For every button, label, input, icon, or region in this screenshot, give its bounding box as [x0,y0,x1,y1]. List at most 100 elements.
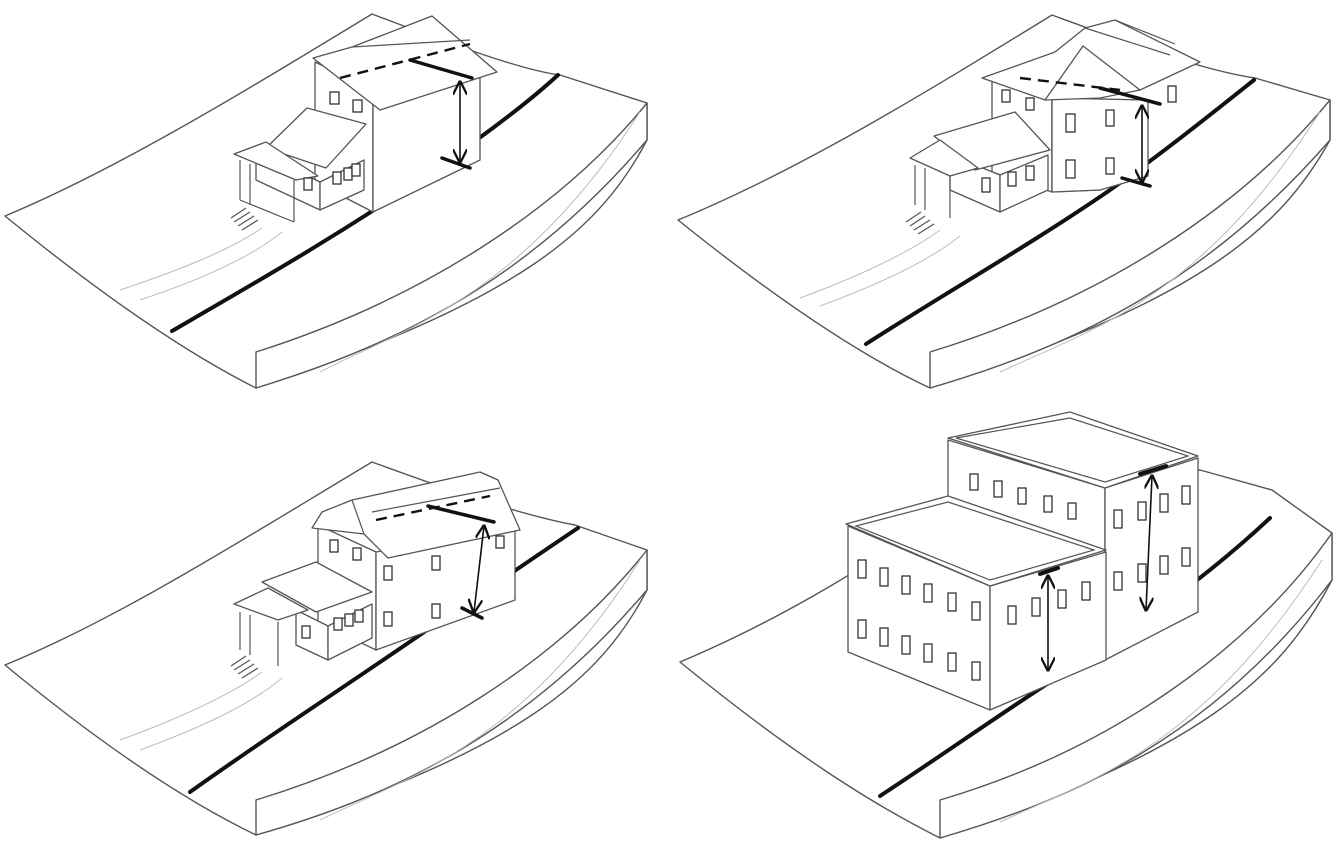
window [993,480,1003,498]
window [947,592,957,612]
lower-parapet [854,501,1097,581]
window [354,609,364,623]
window [1181,485,1191,505]
panel-top-right [677,14,1331,389]
height-top-line [1098,86,1162,106]
terrain-contour [319,111,641,373]
height-ridge-line [339,42,471,80]
window [901,635,911,655]
window [351,163,361,177]
window [901,575,911,595]
window [947,652,957,672]
grade-line [188,526,580,794]
height-top-line [408,58,474,80]
terrain-contour [319,559,641,821]
steps [230,655,259,679]
panel-top-left [4,13,648,389]
window [879,627,889,647]
height-top-cap-upper [1138,464,1168,476]
window [1181,547,1191,567]
window [301,625,311,639]
window [1043,495,1053,513]
steps [230,207,259,231]
porch-roof [909,139,979,177]
main-roof [312,15,498,111]
window [857,619,867,639]
window [1067,502,1077,520]
porch-post [239,160,295,222]
window [1025,97,1035,111]
window [1105,109,1115,127]
grade-line [864,78,1256,346]
window [971,601,981,621]
annex-roof [265,107,367,169]
window [333,617,343,631]
terrain-contour [119,671,263,741]
annex-roof [261,561,373,613]
cross-wing-wall [1051,97,1149,193]
window [923,643,933,663]
roof-ridge [1084,19,1176,56]
window [879,567,889,587]
terrain-contour [819,235,961,307]
upper-roof [947,411,1199,489]
window [329,91,340,105]
window [495,535,505,549]
height-arrow [474,526,484,612]
window [1001,89,1011,103]
window [1065,159,1076,179]
annex-wall-side [999,154,1049,213]
window [1065,113,1076,133]
window [1113,571,1123,591]
terrain-contour [999,559,1323,823]
terrain-contour [139,231,283,301]
roof-ridge [351,39,471,48]
window [352,99,363,113]
window [352,547,362,561]
terrain-contour [999,111,1321,373]
window-row-lower [857,559,1091,681]
window [1081,581,1091,601]
porch-post [239,612,279,666]
terrain-contour [799,229,941,299]
window [1007,171,1017,187]
window [383,611,393,627]
window [923,583,933,603]
window [1137,563,1147,583]
terrain-contour [119,227,263,291]
window [1113,509,1123,529]
porch-roof [233,141,319,181]
height-arrow-upper [1146,476,1152,610]
window [1159,493,1169,513]
window [969,473,979,491]
window [1137,501,1147,521]
window [857,559,867,579]
window [329,539,339,553]
window [1017,487,1027,505]
cross-gable-roof [1044,45,1141,101]
house [905,19,1201,235]
window [1025,165,1035,181]
porch-post [914,165,951,218]
window [981,177,991,193]
height-top-cap-lower [1038,566,1060,576]
upper-parapet [955,417,1190,483]
window [1007,605,1017,625]
window [431,603,441,619]
window [1105,157,1115,175]
porch-roof [233,587,309,621]
terrain-contour [139,677,283,751]
panel-bottom-right [679,411,1333,839]
house [230,15,498,231]
window [383,565,393,581]
steps [905,211,935,235]
window [1167,85,1177,103]
window [971,661,981,681]
lower-roof [845,495,1107,587]
house [230,471,521,679]
window [303,177,313,191]
terrain-front-face [929,99,1331,389]
terrain-front-face [255,102,648,389]
porch-deck [239,199,295,223]
